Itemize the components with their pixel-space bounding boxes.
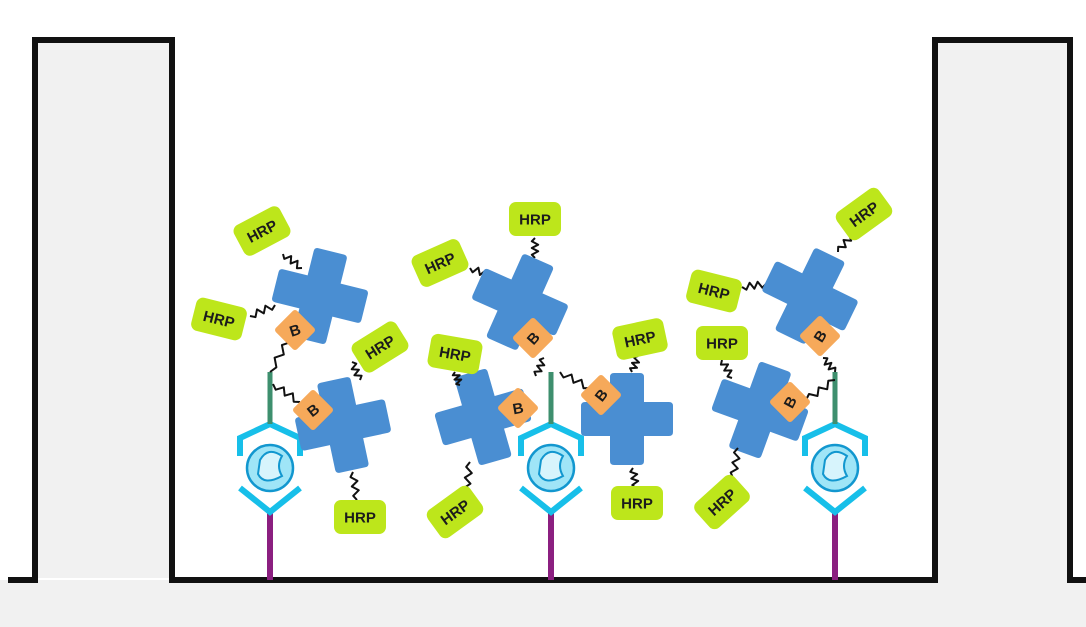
hrp-tag: HRP xyxy=(694,474,750,530)
hrp-icon xyxy=(686,269,742,313)
hrp-tag: HRP xyxy=(611,486,663,520)
hrp-icon xyxy=(612,318,668,360)
hrp-tag: HRP xyxy=(191,297,247,341)
linker-chain xyxy=(559,371,591,390)
hrp-icon xyxy=(509,202,561,236)
linker-chain xyxy=(719,359,733,379)
hrp-tag: HRP xyxy=(612,318,668,360)
hrp-label: HRP xyxy=(706,336,738,353)
y-shaped-antibody-icon xyxy=(519,485,583,516)
streptavidin xyxy=(581,373,673,465)
hrp-tag: HRP xyxy=(427,333,483,375)
streptavidin-cross-icon xyxy=(472,254,568,350)
linker-chain xyxy=(629,355,640,373)
hrp-icon xyxy=(233,206,291,256)
hrp-icon xyxy=(426,485,484,539)
biotin-label: B xyxy=(511,400,525,419)
hrp-tag: HRP xyxy=(334,500,386,534)
hrp-tag: HRP xyxy=(509,202,561,236)
linker-chain xyxy=(272,383,301,403)
linker-chain xyxy=(741,280,767,291)
hrp-tag: HRP xyxy=(351,321,409,373)
biotin-diamond-icon xyxy=(800,316,840,356)
streptavidin xyxy=(434,368,532,466)
microplate xyxy=(0,37,1086,627)
hrp-tag: HRP xyxy=(686,269,742,313)
streptavidin-cross-icon xyxy=(581,373,673,465)
streptavidin xyxy=(762,248,858,344)
linker-chain xyxy=(729,447,741,479)
streptavidin-cross-icon xyxy=(711,361,809,459)
biotin-diamond-icon xyxy=(581,375,621,415)
streptavidin xyxy=(295,377,391,473)
capture-antibody-assembly xyxy=(237,372,303,580)
y-shaped-antibody-icon xyxy=(238,485,302,516)
hrp-tag: HRP xyxy=(426,485,484,539)
streptavidin xyxy=(272,248,368,344)
streptavidin-cross-icon xyxy=(272,248,368,344)
streptavidin-cross-icon xyxy=(762,248,858,344)
biotin: B xyxy=(513,318,553,358)
linker-chain xyxy=(530,237,540,259)
hrp-tag: HRP xyxy=(411,239,469,287)
hrp-icon xyxy=(351,321,409,373)
streptavidin-cross-icon xyxy=(295,377,391,473)
capture-antibody-assembly xyxy=(802,372,868,580)
biotin-diamond-icon xyxy=(275,310,315,350)
hrp-icon xyxy=(611,486,663,520)
linker-chain xyxy=(533,357,546,377)
antigen-core xyxy=(256,450,284,482)
biotin: B xyxy=(800,316,840,356)
hrp-icon xyxy=(411,239,469,287)
biotin: B xyxy=(293,390,333,430)
streptavidin-cross-icon xyxy=(434,368,532,466)
hrp-icon xyxy=(696,326,748,360)
linker-chain xyxy=(805,379,836,401)
biotin-label: B xyxy=(288,321,304,341)
hrp-icon xyxy=(191,297,247,341)
hrp-icon xyxy=(334,500,386,534)
hrp-tag: HRP xyxy=(696,326,748,360)
linker-chain xyxy=(282,253,303,270)
biotin: B xyxy=(498,388,538,428)
biotin: B xyxy=(581,375,621,415)
linker-chain xyxy=(249,304,276,319)
hrp-label: HRP xyxy=(621,496,653,513)
hrp-icon xyxy=(427,333,483,375)
hrp-icon xyxy=(694,474,750,530)
biotin-diamond-icon xyxy=(293,390,333,430)
linker-chain xyxy=(822,357,837,373)
plate-base xyxy=(0,580,1086,627)
hrp-tag: HRP xyxy=(835,187,893,241)
linker-chain xyxy=(350,361,363,381)
hrp-label: HRP xyxy=(519,212,551,229)
assay-layer: BHRPHRPBHRPHRPHRPHRPBBHRPHRPBHRPHRPHRPHR… xyxy=(191,187,893,580)
hrp-tag: HRP xyxy=(233,206,291,256)
biotin: B xyxy=(770,382,810,422)
linker-chain xyxy=(349,471,360,501)
y-shaped-antibody-icon xyxy=(803,485,867,516)
hrp-label: HRP xyxy=(438,344,472,366)
antigen-core xyxy=(537,450,565,482)
streptavidin xyxy=(472,254,568,350)
hrp-label: HRP xyxy=(344,510,376,527)
biotin-diamond-icon xyxy=(770,382,810,422)
biotin: B xyxy=(275,310,315,350)
antigen-core xyxy=(821,450,849,482)
hrp-label: HRP xyxy=(623,328,658,351)
right-well-wall xyxy=(935,40,1086,627)
capture-antibody-assembly xyxy=(518,372,584,580)
biotin-diamond-icon xyxy=(513,318,553,358)
hrp-icon xyxy=(835,187,893,241)
biotin-diamond-icon xyxy=(498,388,538,428)
left-well-wall xyxy=(0,40,172,578)
streptavidin xyxy=(711,361,809,459)
linker-chain xyxy=(451,371,463,386)
linker-chain xyxy=(629,467,640,489)
